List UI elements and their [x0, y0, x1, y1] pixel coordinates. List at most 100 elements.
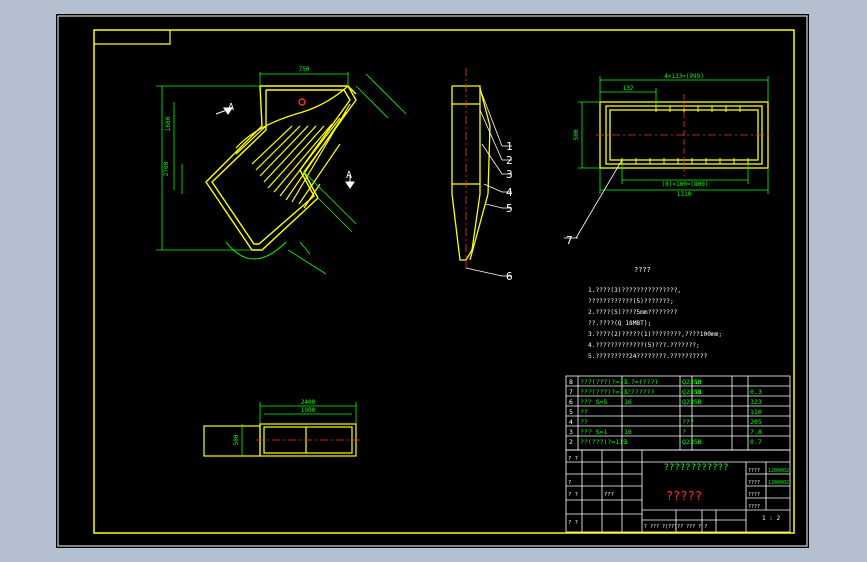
parts-cell: 110	[750, 408, 762, 416]
parts-cell: 16	[624, 398, 632, 406]
balloon-7: 7	[566, 234, 573, 247]
parts-cell: 1	[624, 388, 628, 396]
section-arrow-top	[215, 107, 233, 115]
section-arrow-bottom	[345, 174, 355, 189]
note-line: ????????????(5)???????;	[588, 298, 674, 305]
plan-dimensions	[241, 402, 357, 456]
parts-cell: 205	[750, 418, 762, 426]
parts-cell: 4	[569, 418, 573, 426]
parts-cell: Q235B	[682, 378, 702, 386]
front-dimensions	[156, 72, 407, 275]
section-mark-top: A	[228, 102, 234, 113]
plan-tab	[203, 425, 261, 457]
parts-cell: ?	[682, 428, 686, 436]
parts-cell: 0.3	[750, 388, 762, 396]
note-line: ??.????(Q 18MBT);	[588, 320, 651, 327]
front-curve	[235, 85, 349, 149]
bottom-arc	[225, 241, 287, 260]
top-dim-inner: (8)×100=(800)	[662, 181, 709, 188]
title-block-left-0: ? ?	[568, 456, 578, 462]
plan-dim-height: 500	[233, 434, 240, 445]
note-line: 5.?????????24????????.??????????	[588, 353, 707, 360]
parts-cell: 6	[569, 398, 573, 406]
tb-code-2: ????	[748, 492, 760, 498]
plan-dim-total: 2400	[301, 399, 316, 406]
top-dim-height: 500	[573, 129, 580, 140]
balloon-4: 4	[506, 186, 513, 199]
parts-cell: 1	[624, 438, 628, 446]
parts-cell: Q235B	[682, 438, 702, 446]
balloon-7-leader	[575, 159, 623, 239]
notes-title: ????	[634, 266, 651, 274]
balloon-3: 3	[506, 168, 513, 181]
front-dim-left-inner: 1600	[165, 116, 172, 131]
section-mark-bottom: A	[346, 170, 352, 181]
title-block-left-2: ? ?	[568, 492, 578, 498]
parts-cell: 5	[569, 408, 573, 416]
parts-cell: ??	[580, 418, 588, 426]
parts-cell: 16	[624, 428, 632, 436]
parts-cell: Q235B	[682, 398, 702, 406]
tb-scale: 1 : 2	[762, 515, 780, 522]
balloon-2: 2	[506, 154, 513, 167]
drawing-sheet: 750 2700 1600 A A	[56, 14, 809, 548]
parts-cell: 7	[569, 388, 573, 396]
side-leaders	[465, 93, 512, 277]
parts-cell: 13	[694, 378, 702, 386]
front-view	[205, 85, 357, 260]
title-block-header: ????????????	[663, 463, 728, 473]
parts-cell: ??	[580, 408, 588, 416]
ref-point-marker	[298, 98, 306, 106]
top-dim-bottom: 1310	[677, 191, 692, 198]
top-view-dimensions	[578, 76, 769, 194]
inner-frame	[93, 29, 795, 534]
title-block-left-3: ???	[604, 492, 614, 498]
parts-cell: 1	[624, 378, 628, 386]
cad-drawing-canvas: 750 2700 1600 A A	[57, 15, 808, 547]
parts-cell: ???(???)?=?????????	[580, 388, 654, 396]
note-line: 2.????(5)????5mm????????	[588, 309, 678, 316]
tb-code-1: ????	[748, 480, 760, 486]
note-line: 4.?????????????(5)???.???????;	[588, 342, 700, 349]
note-line: 1.????(3)???????????????,	[588, 287, 681, 294]
parts-cell: 7.8	[750, 428, 762, 436]
balloon-6: 6	[506, 270, 513, 283]
tb-code-0: ????	[748, 468, 760, 474]
parts-cell: Q235B	[682, 388, 702, 396]
parts-cell: ???(???)?=??.?=(???)	[580, 378, 658, 386]
parts-list	[565, 375, 791, 451]
front-dim-left-height: 2700	[163, 161, 170, 176]
parts-cell: ??? S=1	[580, 428, 607, 436]
parts-cell: 3	[569, 428, 573, 436]
title-block	[565, 449, 791, 533]
balloon-1: 1	[506, 140, 513, 153]
note-line: 3.????(2)?????(1)????????,????100mm;	[588, 331, 722, 338]
top-dim-left: 132	[623, 85, 634, 92]
top-dim-total: 4×133=(999)	[664, 73, 704, 80]
hopper-edge	[347, 85, 357, 95]
title-block-left-4: ? ?	[568, 520, 578, 526]
parts-cell: 11	[694, 388, 702, 396]
title-block-name: ?????	[666, 489, 702, 503]
notes-block: 1.????(3)???????????????, ????????????(5…	[588, 287, 722, 360]
tb-value-1: 1200002	[768, 480, 789, 486]
parts-cell: 323	[750, 398, 762, 406]
title-block-left-1: ?	[568, 480, 571, 486]
tb-bottom: ? ??? ?(??)?? ??? ? ?	[644, 524, 707, 530]
plan-dim-inner: 1900	[301, 407, 316, 414]
parts-cell: 2	[569, 438, 573, 446]
hopper-outline	[205, 85, 357, 251]
hopper-inner	[211, 89, 351, 245]
tb-code-3: ????	[748, 504, 760, 510]
parts-cell: ??? S=5	[580, 398, 607, 406]
side-section-view	[451, 85, 491, 261]
parts-cell: ???	[682, 418, 694, 426]
front-dim-top: 750	[299, 66, 310, 73]
hatch-lines	[235, 103, 351, 209]
balloon-5: 5	[506, 202, 513, 215]
tb-value-0: 1200002	[768, 468, 789, 474]
outer-frame	[57, 15, 808, 547]
parts-cell: ??(???)?=115	[580, 438, 627, 446]
